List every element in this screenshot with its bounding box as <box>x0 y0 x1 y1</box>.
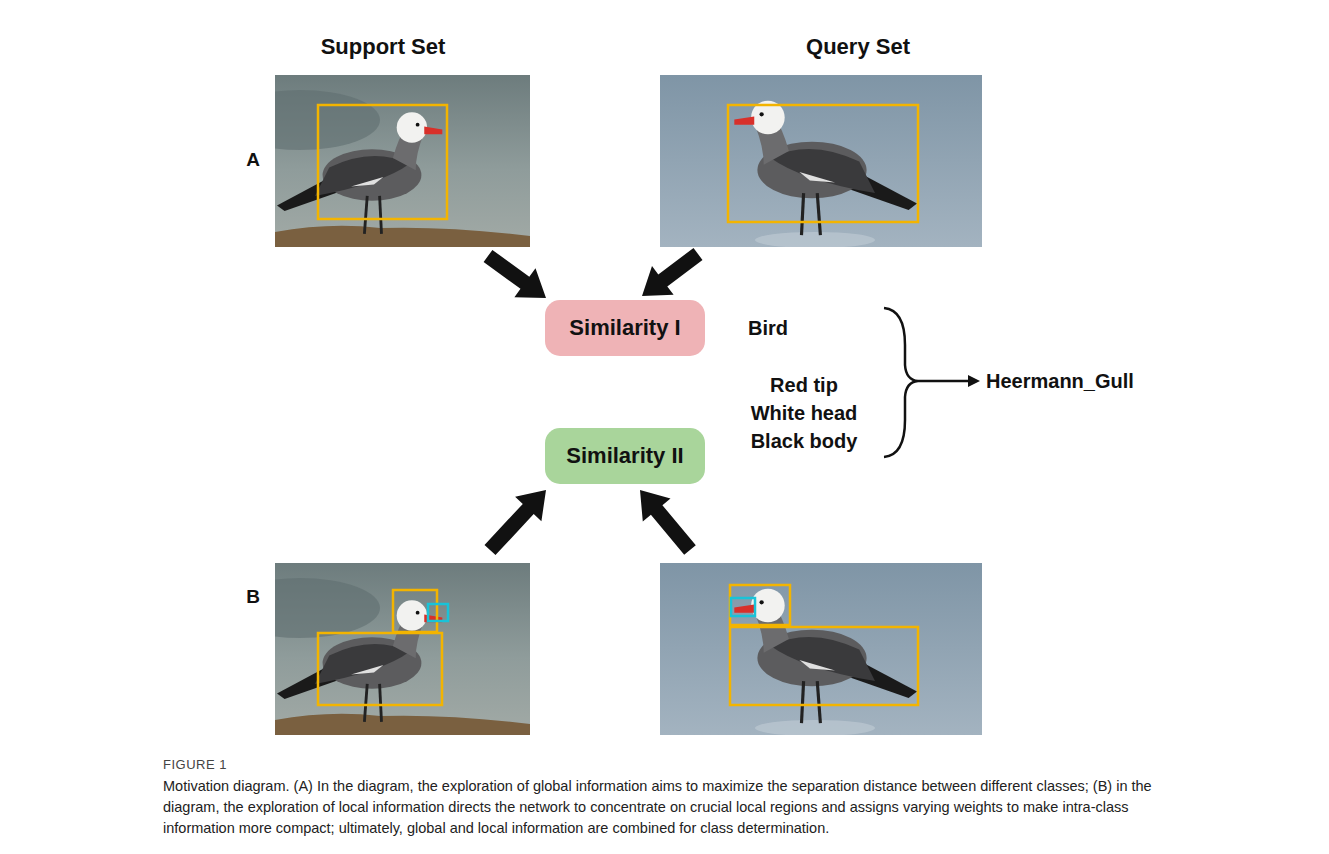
block-arrow <box>485 490 547 555</box>
support-photo-b <box>275 563 530 735</box>
similarity-box: Similarity II <box>545 428 705 484</box>
column-heading: Query Set <box>806 34 910 60</box>
query-photo-b <box>660 563 982 735</box>
column-heading: Support Set <box>321 34 446 60</box>
result-arrow <box>918 380 970 383</box>
feature-label: Black body <box>751 430 858 453</box>
panel-letter: A <box>246 149 260 171</box>
similarity-box: Similarity I <box>545 300 705 356</box>
figure-caption: Motivation diagram. (A) In the diagram, … <box>163 776 1173 839</box>
feature-label: Bird <box>748 317 788 340</box>
feature-label: White head <box>751 402 858 425</box>
panel-letter: B <box>246 586 260 608</box>
class-label: Heermann_Gull <box>986 370 1134 393</box>
block-arrow <box>640 490 696 555</box>
box-label: Similarity II <box>566 443 683 469</box>
feature-label: Red tip <box>770 374 838 397</box>
query-photo-a <box>660 75 982 247</box>
brace <box>884 308 918 457</box>
arrow-head <box>968 375 980 387</box>
box-label: Similarity I <box>569 315 680 341</box>
block-arrow <box>484 250 546 298</box>
support-photo-a <box>275 75 530 247</box>
block-arrow <box>642 248 703 296</box>
figure-number: FIGURE 1 <box>163 757 227 772</box>
